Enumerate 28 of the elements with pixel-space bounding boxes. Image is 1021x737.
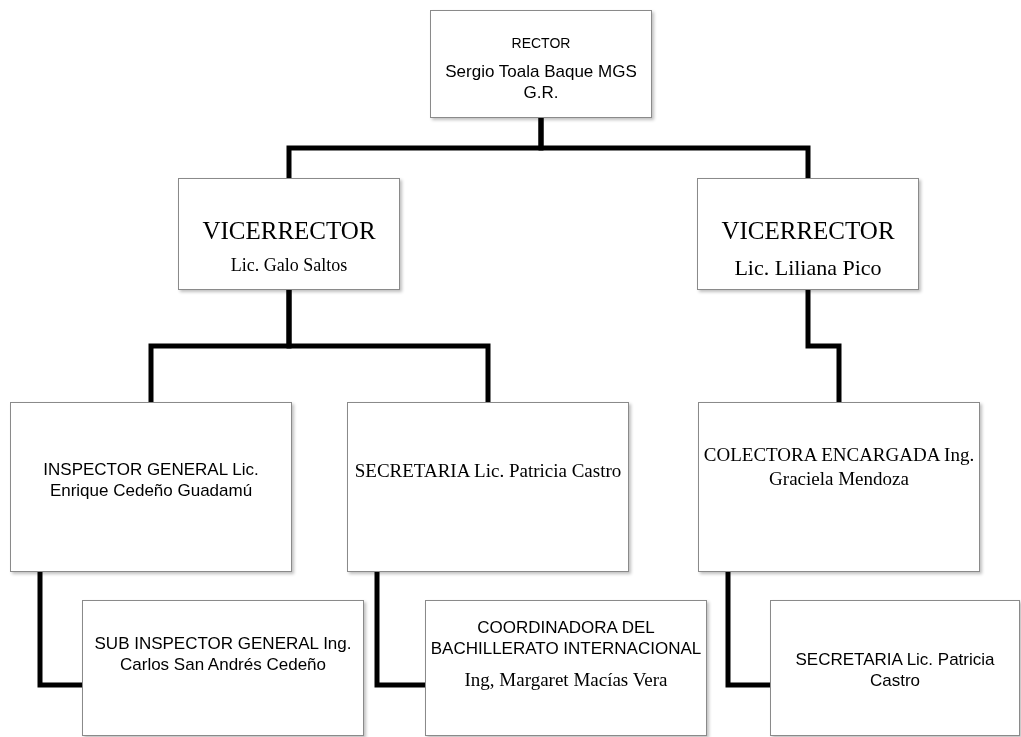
position-title: RECTOR xyxy=(511,35,571,53)
position-title: VICERRECTOR xyxy=(721,216,895,246)
org-box xyxy=(698,402,980,572)
person-name: Sergio Toala Baque MGS G.R. xyxy=(444,60,638,103)
person-name: Lic. Liliana Pico xyxy=(734,254,882,282)
org-box xyxy=(697,178,919,290)
org-box xyxy=(425,600,707,736)
person-name: Ing, Margaret Macías Vera xyxy=(464,667,668,692)
connector-line xyxy=(538,118,811,178)
position-title: COLECTORA ENCARGADA Ing. Graciela Mendoza xyxy=(703,443,975,491)
connector-line xyxy=(374,572,425,688)
connector-line xyxy=(805,290,842,402)
org-box xyxy=(347,402,629,572)
connector-line xyxy=(286,290,491,402)
position-title: SUB INSPECTOR GENERAL Ing. Carlos San Andrés Cedeño xyxy=(93,633,353,676)
person-name: Lic. Galo Saltos xyxy=(230,254,348,277)
org-box xyxy=(10,402,292,572)
connector-line xyxy=(725,572,770,688)
org-box xyxy=(82,600,364,736)
position-title: SECRETARIA Lic. Patricia Castro xyxy=(794,649,996,692)
org-box xyxy=(430,10,652,118)
connector-line xyxy=(37,572,82,688)
position-title: SECRETARIA Lic. Patricia Castro xyxy=(354,459,622,483)
position-title: COORDINADORA DEL BACHILLERATO INTERNACIONAL xyxy=(430,617,702,660)
org-box xyxy=(770,600,1020,736)
org-box xyxy=(178,178,400,290)
position-title: INSPECTOR GENERAL Lic. Enrique Cedeño Guadamú xyxy=(42,459,260,502)
position-title: VICERRECTOR xyxy=(202,216,376,246)
